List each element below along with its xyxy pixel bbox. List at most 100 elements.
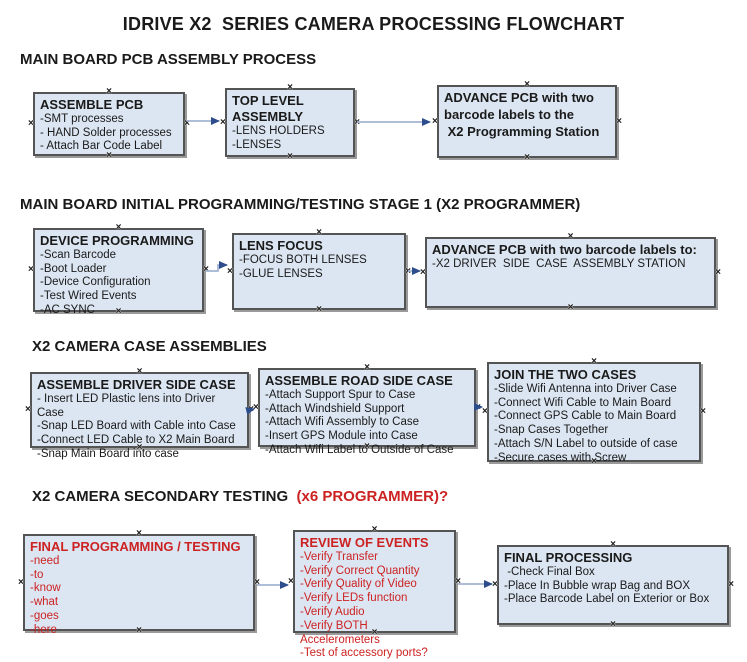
connection-point-icon: × bbox=[106, 86, 112, 97]
box-item: -Snap Main Board into case bbox=[37, 448, 179, 461]
connection-point-icon: × bbox=[248, 404, 254, 415]
box-item: -Test of accessory ports? bbox=[300, 647, 428, 660]
connection-point-icon: × bbox=[364, 362, 370, 373]
connection-point-icon: × bbox=[220, 116, 226, 128]
box-title: ASSEMBLE ROAD SIDE CASE bbox=[265, 373, 453, 388]
flow-box-assemble-road-side-case: ASSEMBLE ROAD SIDE CASE -Attach Support … bbox=[253, 363, 481, 457]
connection-point-icon: × bbox=[18, 576, 24, 588]
connection-point-icon: × bbox=[524, 79, 530, 90]
box-item: -Check Final Box bbox=[504, 565, 595, 578]
box-title: FINAL PROCESSING bbox=[504, 550, 633, 565]
box-item: -know bbox=[30, 582, 61, 595]
section-heading-red-part: (x6 PROGRAMMER)? bbox=[292, 488, 449, 505]
flow-box-device-programming: DEVICE PROGRAMMING -Scan Barcode-Boot Lo… bbox=[28, 223, 209, 317]
connection-point-icon: × bbox=[25, 404, 31, 415]
box-title: DEVICE PROGRAMMING bbox=[40, 233, 194, 248]
box-item: -Verify LEDs function bbox=[300, 592, 408, 605]
box-item: -Verify BOTH Accelerometers bbox=[300, 619, 380, 646]
box-item: -Verify Audio bbox=[300, 606, 365, 619]
box-item: -SMT processes bbox=[40, 112, 124, 125]
box-title: REVIEW OF EVENTS bbox=[300, 535, 429, 550]
box-item: -Insert GPS Module into Case bbox=[265, 430, 418, 443]
box-item: barcode labels to the bbox=[444, 106, 575, 122]
connection-point-icon: × bbox=[728, 579, 734, 590]
connection-point-icon: × bbox=[115, 222, 122, 233]
connection-point-icon: × bbox=[475, 401, 481, 413]
box-items: - Insert LED Plastic lens into Driver Ca… bbox=[37, 393, 242, 462]
box-item: -Verify Correct Quantity bbox=[300, 564, 420, 577]
box-item: - Attach Bar Code Label bbox=[40, 140, 163, 153]
connection-point-icon: × bbox=[316, 227, 322, 238]
box-items: -Verify Transfer-Verify Correct Quantity… bbox=[300, 551, 449, 661]
flow-box-advance-pcb-programming-station: ADVANCE PCB with two barcode labels to t… bbox=[432, 80, 622, 163]
box-item: -Attach Wifi Label to Outside of Case bbox=[265, 444, 454, 457]
box-title: FINAL PROGRAMMING / TESTING bbox=[30, 539, 241, 554]
connection-point-icon: × bbox=[610, 619, 616, 630]
flow-box-lens-focus: LENS FOCUS -FOCUS BOTH LENSES-GLUE LENSE… bbox=[227, 228, 411, 315]
connection-point-icon: × bbox=[420, 266, 426, 278]
section-heading-secondary-testing: X2 CAMERA SECONDARY TESTING (x6 PROGRAMM… bbox=[32, 488, 448, 505]
connection-point-icon: × bbox=[610, 539, 616, 550]
connection-point-icon: × bbox=[184, 118, 190, 129]
box-item: -Snap Cases Together bbox=[494, 424, 609, 437]
box-item: -Test Wired Events bbox=[40, 290, 137, 303]
connection-point-icon: × bbox=[482, 406, 488, 417]
box-item: -LENSES bbox=[232, 138, 282, 151]
box-title: ASSEMBLE PCB bbox=[40, 97, 144, 112]
box-item: -to bbox=[30, 568, 44, 581]
box-item: -Attach Support Spur to Case bbox=[265, 388, 416, 401]
box-title: ADVANCE PCB with two barcode labels to: bbox=[432, 242, 697, 257]
box-item: -Place In Bubble wrap Bag and BOX bbox=[504, 579, 691, 592]
connection-point-icon: × bbox=[288, 575, 294, 587]
connection-point-icon: × bbox=[354, 116, 360, 128]
box-title: LENS FOCUS bbox=[239, 238, 323, 253]
connection-point-icon: × bbox=[28, 264, 34, 275]
connection-point-icon: × bbox=[316, 304, 322, 315]
box-item: -what bbox=[30, 596, 59, 609]
box-item: -Secure cases with Screw bbox=[494, 451, 627, 464]
section-heading-black-part: X2 CAMERA SECONDARY TESTING bbox=[32, 488, 293, 505]
box-item: -Verify Transfer bbox=[300, 550, 378, 563]
box-item: -Connect GPS Cable to Main Board bbox=[494, 410, 677, 423]
connection-point-icon: × bbox=[700, 406, 706, 417]
connection-point-icon: × bbox=[253, 401, 259, 413]
connection-point-icon: × bbox=[28, 118, 34, 129]
box-items: -LENS HOLDERS-LENSES bbox=[232, 125, 348, 153]
connection-point-icon: × bbox=[227, 265, 233, 277]
box-item: -Connect Wifi Cable to Main Board bbox=[494, 396, 672, 409]
flow-box-top-level-assembly: TOP LEVEL ASSEMBLY -LENS HOLDERS-LENSES … bbox=[220, 83, 360, 162]
flow-box-review-of-events: REVIEW OF EVENTS -Verify Transfer-Verify… bbox=[288, 525, 461, 660]
connection-point-icon: × bbox=[567, 302, 574, 313]
box-item: -X2 DRIVER SIDE CASE ASSEMBLY STATION bbox=[432, 257, 686, 270]
box-item: - Insert LED Plastic lens into Driver Ca… bbox=[37, 392, 219, 419]
flow-box-advance-pcb-case-assembly: ADVANCE PCB with two barcode labels to: … bbox=[420, 232, 721, 313]
box-items: -Attach Support Spur to Case-Attach Wind… bbox=[265, 389, 469, 458]
flow-box-assemble-driver-side-case: ASSEMBLE DRIVER SIDE CASE - Insert LED P… bbox=[25, 367, 254, 461]
box-item: -Device Configuration bbox=[40, 276, 151, 289]
box-item: -here bbox=[30, 623, 57, 636]
box-item: -Scan Barcode bbox=[40, 248, 117, 261]
section-heading-pcb-assembly: MAIN BOARD PCB ASSEMBLY PROCESS bbox=[20, 51, 317, 68]
box-items: -Slide Wifi Antenna into Driver Case-Con… bbox=[494, 383, 694, 466]
box-item: -goes bbox=[30, 610, 59, 623]
box-item: -Verify Quality of Video bbox=[300, 578, 417, 591]
box-item: X2 Programming Station bbox=[444, 124, 600, 140]
box-items: -FOCUS BOTH LENSES-GLUE LENSES bbox=[239, 254, 399, 282]
flow-box-join-the-two-cases: JOIN THE TWO CASES -Slide Wifi Antenna i… bbox=[482, 357, 706, 467]
box-title: ASSEMBLE DRIVER SIDE CASE bbox=[37, 377, 236, 392]
box-item: -LENS HOLDERS bbox=[232, 124, 325, 137]
box-items: barcode labels to the X2 Programming Sta… bbox=[444, 106, 610, 141]
box-item: -Place Barcode Label on Exterior or Box bbox=[504, 593, 710, 606]
flow-box-assemble-pcb: ASSEMBLE PCB -SMT processes- HAND Solder… bbox=[28, 87, 190, 161]
box-title: TOP LEVEL ASSEMBLY bbox=[232, 93, 307, 124]
connection-point-icon: × bbox=[616, 115, 622, 127]
box-item: -Attach Wifi Assembly to Case bbox=[265, 416, 420, 429]
connection-point-icon: × bbox=[254, 576, 260, 588]
section-heading-initial-programming: MAIN BOARD INITIAL PROGRAMMING/TESTING S… bbox=[20, 196, 581, 213]
connection-point-icon: × bbox=[492, 579, 498, 590]
flow-box-final-processing: FINAL PROCESSING -Check Final Box-Place … bbox=[492, 540, 734, 630]
box-item: -Boot Loader bbox=[40, 262, 107, 275]
flow-arrow bbox=[245, 407, 255, 415]
box-item: -FOCUS BOTH LENSES bbox=[239, 253, 367, 266]
box-items: -Check Final Box-Place In Bubble wrap Ba… bbox=[504, 566, 722, 607]
